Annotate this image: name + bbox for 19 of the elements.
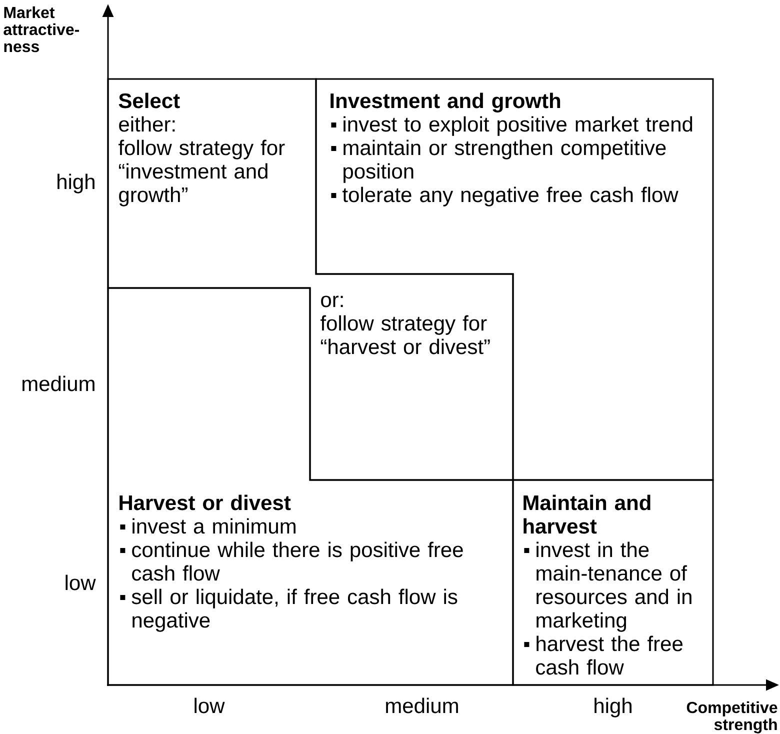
strategy-field xyxy=(315,78,714,481)
field-text: follow strategy for “investment and growth” xyxy=(118,140,285,206)
strategy-field xyxy=(107,287,514,686)
field-title: Harvest or divest xyxy=(120,494,291,510)
field-text: or: xyxy=(321,296,343,308)
bullet-item: tolerate any negative free cash flow xyxy=(331,186,678,206)
field-text: either: xyxy=(119,116,175,132)
axis-tick-label: medium xyxy=(22,376,94,392)
axis-title: Market attractive-ness xyxy=(4,6,80,52)
axis-title: Competitive strength xyxy=(686,701,778,734)
bullet-item: invest a minimum xyxy=(120,518,296,534)
bullet-item: harvest the free cash flow xyxy=(524,636,682,675)
axis-tick-label: medium xyxy=(386,698,458,714)
strategy-field xyxy=(512,479,714,686)
field-text: follow strategy for “harvest or divest” xyxy=(320,315,490,354)
bullet-item: invest to exploit positive market trend xyxy=(331,116,692,136)
field-title: Investment and growth xyxy=(330,92,560,112)
bullet-item: sell or liquidate, if free cash flow is negative xyxy=(120,588,458,632)
field-title: Select xyxy=(118,92,180,108)
